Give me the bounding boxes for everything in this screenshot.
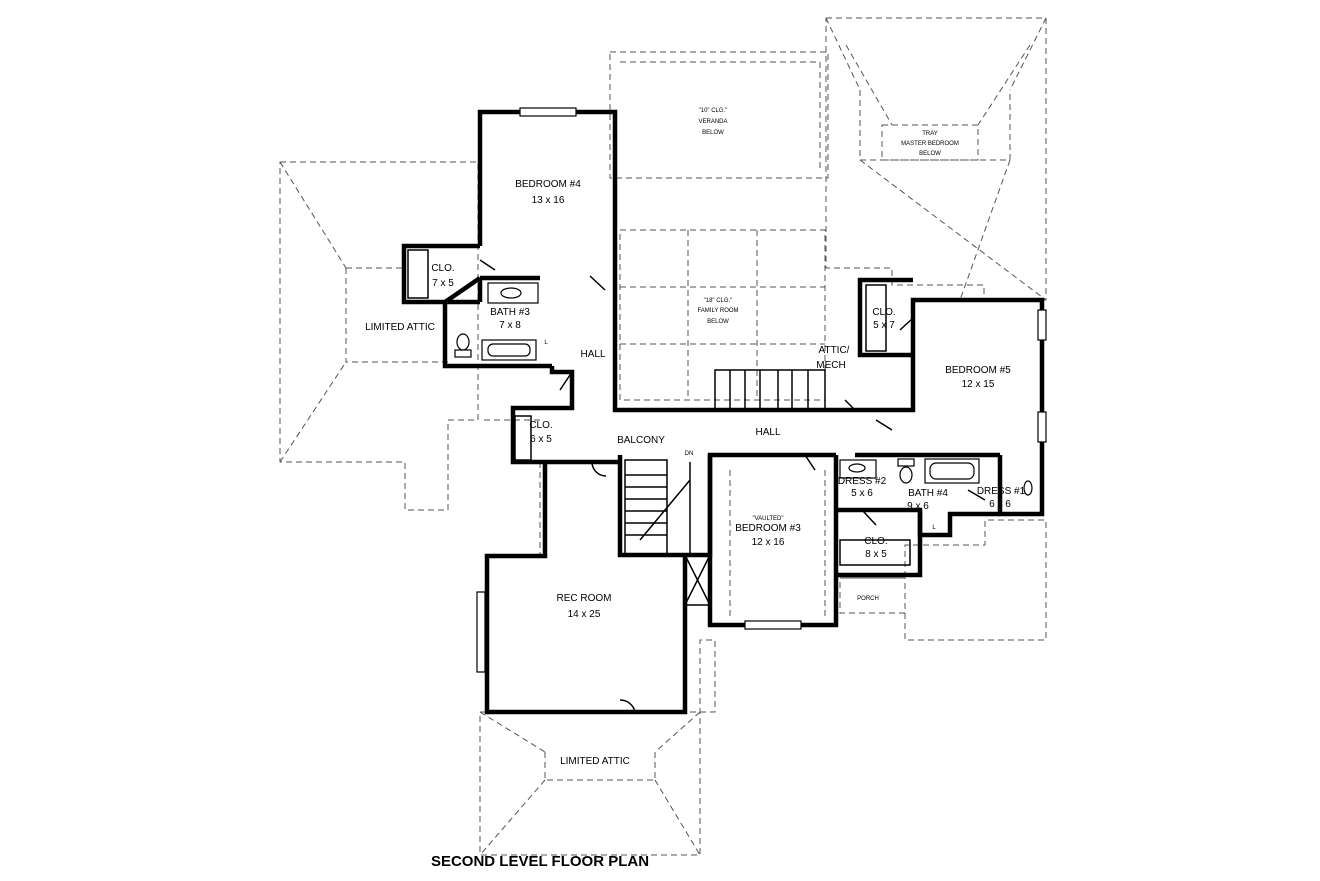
bedroom3-name: BEDROOM #3 [735,523,801,534]
bedroom5-name: BEDROOM #5 [945,365,1011,376]
veranda-line2: VERANDA [698,119,727,125]
family-line3: BELOW [707,319,729,325]
dress1-size: 6 x 6 [989,499,1011,510]
bath3-size: 7 x 8 [499,320,521,331]
bath4-name: BATH #4 [908,488,948,499]
windows [476,107,1047,673]
veranda-line3: BELOW [702,130,724,136]
dress2-name: DRESS #2 [838,476,887,487]
bedroom3-note: "VAULTED" [752,516,783,522]
clo-b5-size: 5 x 7 [873,320,895,331]
bath4-size: 9 x 6 [907,501,929,512]
clo-b4-name: CLO. [431,263,454,274]
limited-attic-bottom: LIMITED ATTIC [560,756,630,767]
attic-mech-line1: ATTIC/ [819,345,850,356]
rec-room-size: 14 x 25 [568,609,601,620]
bedroom3-size: 12 x 16 [752,537,785,548]
rec-room-name: REC ROOM [557,593,612,604]
clo-b4-size: 7 x 5 [432,278,454,289]
plan-title: SECOND LEVEL FLOOR PLAN [431,853,649,870]
limited-attic-left: LIMITED ATTIC [365,322,435,333]
dn-label: DN [685,451,694,457]
clo-balcony-name: CLO. [529,420,552,431]
bath3-name: BATH #3 [490,307,530,318]
hall-left: HALL [580,349,605,360]
bedroom4-size: 13 x 16 [532,195,565,206]
clo-b3-size: 8 x 5 [865,549,887,560]
clo-b5-name: CLO. [872,307,895,318]
dress1-name: DRESS #1 [977,486,1026,497]
tray-line3: BELOW [919,151,941,157]
hall-main: HALL [755,427,780,438]
room-labels: BEDROOM #4 13 x 16 CLO. 7 x 5 BATH #3 7 … [365,108,1026,767]
bedroom5-size: 12 x 15 [962,379,995,390]
walls [401,109,1045,715]
clo-b3-name: CLO. [864,536,887,547]
porch-label: PORCH [857,596,879,602]
family-line2: FAMILY ROOM [697,308,738,314]
roof-outlines [279,17,1047,856]
linen-b4: L [544,340,548,346]
family-line1: "18" CLG." [704,298,733,304]
veranda-line1: "10" CLG." [699,108,728,114]
linen-b3: L [932,525,936,531]
tray-line2: MASTER BEDROOM [901,141,959,147]
tray-line1: TRAY [922,131,938,137]
fixtures [407,249,1033,566]
clo-balcony-size: 6 x 5 [530,434,552,445]
balcony-label: BALCONY [617,435,665,446]
attic-mech-line2: MECH [816,360,845,371]
stairs [624,369,826,606]
doors [479,259,986,713]
dress2-size: 5 x 6 [851,488,873,499]
bedroom4-name: BEDROOM #4 [515,179,581,190]
